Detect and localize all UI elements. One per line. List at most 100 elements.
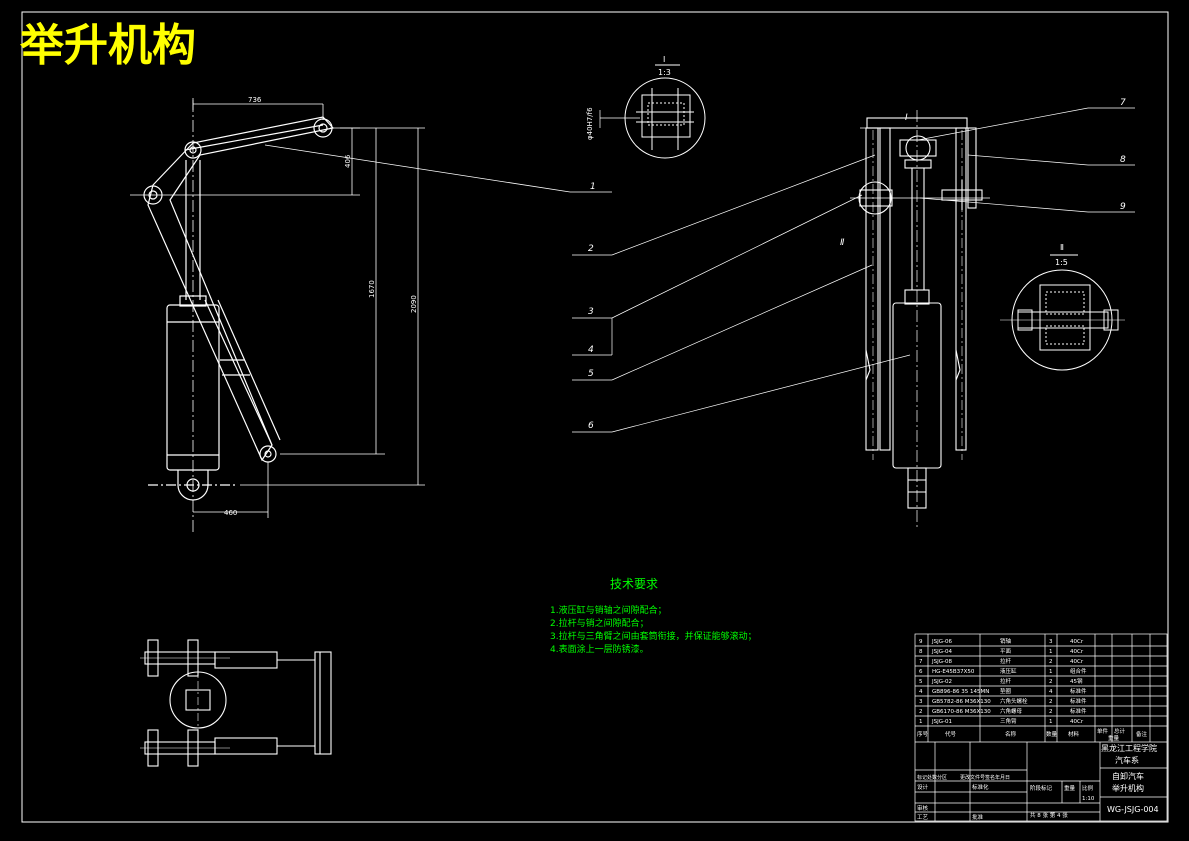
parts-cell-code: GB896-86 35 145MN [932,689,989,695]
dim-phi40: φ40H7/f6 [586,107,594,140]
tb-part-name: 举升机构 [1112,783,1144,793]
tech-req-heading: 技术要求 [610,577,658,591]
tb-review: 审核 [917,804,929,812]
parts-cell-no: 4 [919,689,923,695]
view-II-mark: Ⅱ [840,238,845,248]
parts-cell-name: 三角臂 [1000,717,1017,725]
callout-9: 9 [1120,202,1126,212]
title-block [914,633,1168,822]
parts-cell-name: 液压缸 [1000,667,1017,675]
tb-marker: 标记处数分区 [917,774,947,781]
parts-cell-name: 六角头螺栓 [1000,697,1028,705]
parts-cell-code: JSJG-08 [931,659,952,665]
tb-school: 黑龙江工程学院 [1101,743,1157,753]
parts-cell-material: 40Cr [1070,649,1084,655]
tb-design: 设计 [917,783,929,791]
parts-cell-material: 标准件 [1070,697,1087,705]
parts-cell-no: 7 [919,659,923,665]
parts-cell-name: 拉杆 [1000,657,1012,665]
header-weight: 重量 [1108,734,1120,742]
parts-cell-name: 平面 [1000,648,1012,655]
parts-cell-code: JSJG-04 [931,649,952,655]
dim-1670: 1670 [368,280,376,298]
parts-cell-material: 40Cr [1070,639,1084,645]
callout-3: 3 [588,307,594,317]
tb-department: 汽车系 [1115,755,1139,765]
parts-cell-no: 5 [919,679,923,685]
header-no: 序号 [917,730,929,738]
tb-stage-mark: 阶段标记 [1030,784,1053,792]
parts-cell-qty: 1 [1049,649,1053,655]
callout-8: 8 [1120,155,1126,165]
parts-cell-qty: 2 [1049,679,1053,685]
parts-cell-no: 9 [919,639,923,645]
drawing-title: 举升机构 [19,20,196,71]
tb-scale: 1:10 [1082,796,1095,802]
header-qty: 数量 [1046,730,1058,738]
tech-req-item-3: 3.拉杆与三角臂之间由套筒衔接，并保证能够滚动； [550,630,757,642]
front-view [572,107,1135,530]
tech-req-item-4: 4.表面涂上一层防锈漆。 [550,643,649,655]
parts-cell-code: JSJG-06 [931,639,952,645]
header-name: 名称 [1005,730,1017,738]
callout-4: 4 [588,345,594,355]
parts-cell-no: 3 [919,699,923,705]
parts-cell-qty: 4 [1049,689,1053,695]
tb-weight-lbl: 重量 [1064,784,1076,792]
callout-5: 5 [588,369,594,379]
tb-process: 工艺 [917,814,929,821]
parts-cell-material: 40Cr [1070,719,1084,725]
parts-cell-qty: 1 [1049,719,1053,725]
tech-req-item-2: 2.拉杆与销之间隙配合； [550,617,649,629]
tb-change-doc: 更改文件号签名年月日 [960,774,1010,781]
tb-standardize: 标准化 [972,783,989,791]
header-code: 代号 [945,730,957,738]
parts-cell-material: 标准件 [1070,707,1087,715]
detail-I-scale: 1:3 [658,68,671,77]
detail-II [1000,254,1125,371]
parts-cell-qty: 2 [1049,699,1053,705]
sheet-border [21,11,1169,823]
parts-cell-no: 2 [919,709,923,715]
parts-cell-name: 拉杆 [1000,677,1012,685]
parts-cell-name: 垫圈 [1000,687,1012,695]
parts-cell-no: 8 [919,649,923,655]
parts-cell-code: JSJG-02 [931,679,952,685]
callout-7: 7 [1120,98,1126,108]
parts-cell-qty: 2 [1049,709,1053,715]
view-I-mark: Ⅰ [905,113,908,123]
tb-product: 自卸汽车 [1112,771,1144,781]
triangle-arm [147,116,335,462]
dim-2090: 2090 [410,295,418,313]
tb-scale-lbl: 比例 [1082,784,1094,792]
parts-cell-code: GB6170-86 M36X130 [932,709,991,715]
parts-cell-code: JSJG-01 [931,719,952,725]
parts-cell-material: 组合件 [1070,667,1087,675]
parts-cell-code: HG-E45B37X50 [932,669,975,675]
tb-approve: 批准 [972,813,984,821]
detail-II-scale: 1:5 [1055,258,1068,267]
parts-cell-qty: 3 [1049,639,1053,645]
parts-list: 9 JSJG-06 销轴 3 40Cr 8 JSJG-04 平面 1 40Cr 7 JSJG-08 拉杆… [917,637,1148,742]
dim-460: 460 [224,509,237,517]
parts-cell-no: 1 [919,719,923,725]
parts-cell-material: 标准件 [1070,687,1087,695]
tb-sheet-info: 共 8 张 第 4 张 [1030,811,1068,819]
header-unit-weight: 单件 [1097,727,1109,735]
detail-II-label: Ⅱ [1060,243,1064,252]
header-material: 材料 [1068,730,1080,738]
dim-736: 736 [248,96,262,104]
pin-top-right [313,118,333,138]
detail-I [599,64,706,159]
dim-406: 406 [344,154,352,168]
parts-cell-name: 销轴 [1000,637,1012,645]
tech-req-item-1: 1.液压缸与销轴之间隙配合； [550,604,667,616]
header-total-weight: 总计 [1114,727,1126,735]
parts-cell-material: 40Cr [1070,659,1084,665]
parts-cell-no: 6 [919,669,923,675]
header-remarks: 备注 [1136,730,1148,738]
parts-cell-qty: 2 [1049,659,1053,665]
callout-6: 6 [588,421,594,431]
tb-drawing-no: WG-JSJG-004 [1107,805,1159,814]
